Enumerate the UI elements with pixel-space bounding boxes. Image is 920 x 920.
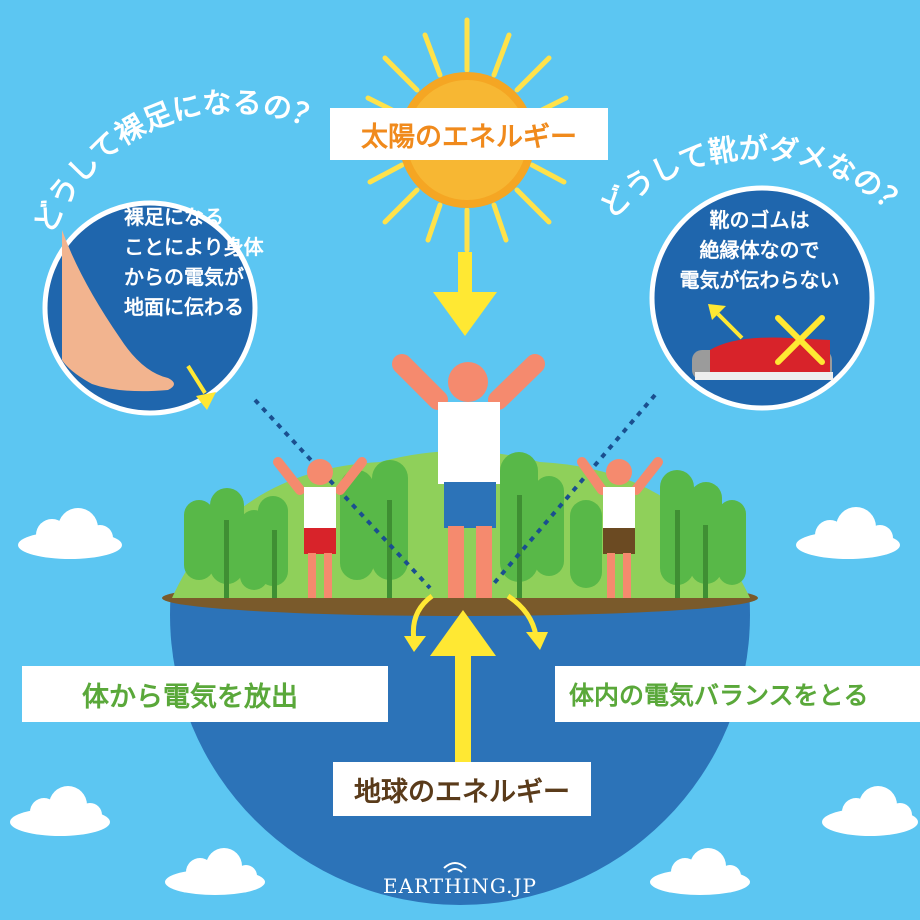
earth-arrows [404, 593, 548, 766]
cloud-left [18, 508, 122, 559]
wifi-icon [443, 862, 467, 873]
sun-arrow-down [433, 252, 497, 336]
person-right [577, 457, 663, 598]
earth-energy-label: 地球のエネルギー [333, 762, 591, 816]
right-line: 電気が伝わらない [679, 268, 840, 292]
balance-label: 体内の電気バランスをとる [555, 666, 920, 722]
left-circle-text: 裸足になる ことにより身体 からの電気が 地面に伝わる [124, 202, 264, 322]
sun-energy-label: 太陽のエネルギー [330, 108, 608, 160]
shoe-icon [692, 337, 833, 380]
x-mark-icon [775, 315, 825, 365]
arrow-up-left-icon [708, 304, 744, 340]
cloud-bottom-right [650, 786, 918, 895]
connector-lines [253, 393, 657, 590]
person-left [273, 457, 367, 598]
release-label: 体から電気を放出 [22, 666, 388, 722]
right-line: 靴のゴムは [709, 208, 810, 232]
foot-icon [62, 230, 174, 392]
cloud-bottom-left [10, 786, 265, 895]
cloud-right [796, 507, 900, 559]
clouds [10, 507, 918, 895]
right-line: 絶縁体なので [699, 238, 820, 262]
right-circle-text: 靴のゴムは 絶縁体なので 電気が伝わらない [672, 205, 847, 295]
left-line: 裸足になる [124, 205, 224, 229]
arrow-down-right-icon [186, 364, 216, 410]
left-line: 地面に伝わる [124, 295, 244, 319]
left-line: ことにより身体 [124, 235, 264, 259]
brand-logo: EARTHING.JP [382, 874, 538, 898]
person-center [392, 354, 545, 598]
left-line: からの電気が [124, 265, 244, 289]
